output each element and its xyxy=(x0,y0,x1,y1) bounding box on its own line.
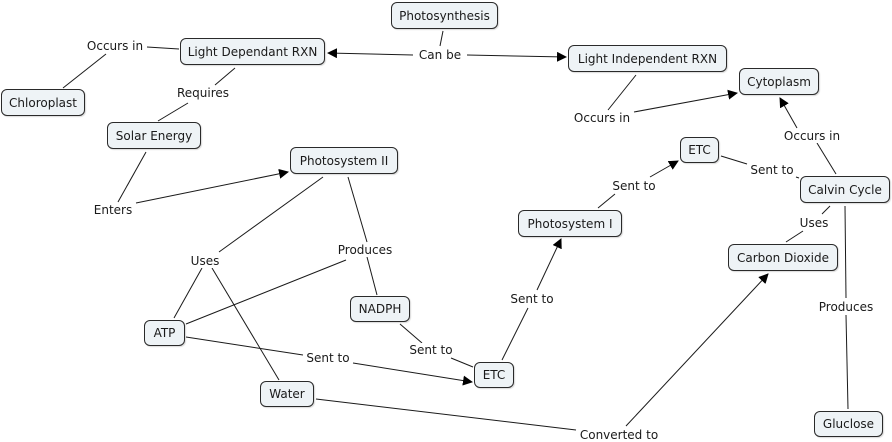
link-label-requires[interactable]: Requires xyxy=(174,86,232,100)
link-label-occurs-in-li[interactable]: Occurs in xyxy=(571,111,633,125)
link-label-can-be[interactable]: Can be xyxy=(416,48,464,62)
line-sentto-etc-bottom xyxy=(450,357,474,368)
line-sentto-etc-arrow xyxy=(352,362,473,386)
line-requires-solar xyxy=(157,102,189,122)
line-sentto-etc-top xyxy=(649,160,679,178)
node-solar-energy[interactable]: Solar Energy xyxy=(107,122,201,149)
line-uses-atp xyxy=(173,267,203,319)
link-label-occurs-in-calvin[interactable]: Occurs in xyxy=(781,129,843,143)
node-nadph[interactable]: NADPH xyxy=(350,296,410,322)
line-ld-occursin xyxy=(146,46,180,50)
line-uses-water xyxy=(211,267,280,381)
link-label-sent-to-ps1-etc[interactable]: Sent to xyxy=(610,179,658,193)
line-sentto-ps1 xyxy=(536,238,562,291)
line-etc-sentto-ps1 xyxy=(501,307,529,361)
node-glucose[interactable]: Gluclose xyxy=(814,411,883,437)
line-canbe-light-independent xyxy=(466,51,567,62)
link-label-sent-to-nadph[interactable]: Sent to xyxy=(407,343,455,357)
line-occursin-calvin-cytoplasm xyxy=(779,97,798,129)
line-ld-requires xyxy=(214,67,236,86)
line-calvin-uses xyxy=(821,205,831,215)
line-convertedto-co2 xyxy=(625,273,769,427)
node-etc-bottom[interactable]: ETC xyxy=(474,362,514,388)
line-photosynthesis-canbe xyxy=(439,30,444,47)
node-photosystem-i[interactable]: Photosystem I xyxy=(518,210,622,237)
node-photosystem-ii[interactable]: Photosystem II xyxy=(290,147,398,174)
node-light-independent-rxn[interactable]: Light Independent RXN xyxy=(568,45,727,72)
line-sentto-calvin xyxy=(795,176,800,179)
node-cytoplasm[interactable]: Cytoplasm xyxy=(739,68,819,95)
line-ps2-uses xyxy=(218,176,324,253)
link-label-uses-ps2[interactable]: Uses xyxy=(188,254,222,268)
node-calvin-cycle[interactable]: Calvin Cycle xyxy=(800,176,890,203)
line-produces-nadph xyxy=(366,256,378,296)
link-label-sent-to-atp[interactable]: Sent to xyxy=(304,351,352,365)
line-water-convertedto xyxy=(315,398,577,431)
node-photosynthesis[interactable]: Photosynthesis xyxy=(391,2,498,29)
link-label-uses-calvin[interactable]: Uses xyxy=(797,216,831,230)
line-ps1-sentto xyxy=(597,193,616,209)
line-li-occursin xyxy=(607,74,637,111)
link-label-produces-calvin[interactable]: Produces xyxy=(816,300,876,314)
link-label-enters[interactable]: Enters xyxy=(91,203,135,217)
line-calvin-produces xyxy=(844,205,847,299)
link-label-occurs-in-ld[interactable]: Occurs in xyxy=(84,39,146,53)
line-produces-atp xyxy=(185,259,347,325)
line-produces-glucose xyxy=(845,314,849,410)
line-canbe-light-dependant xyxy=(327,48,414,59)
line-nadph-sentto xyxy=(399,323,423,344)
node-water[interactable]: Water xyxy=(260,381,314,407)
line-occursin-cytoplasm xyxy=(633,89,738,113)
node-carbon-dioxide[interactable]: Carbon Dioxide xyxy=(728,244,838,271)
node-atp[interactable]: ATP xyxy=(144,320,185,346)
line-solar-enters xyxy=(117,151,147,203)
link-label-sent-to-etc-calvin[interactable]: Sent to xyxy=(748,163,796,177)
link-label-converted-to[interactable]: Converted to xyxy=(577,428,661,442)
node-light-dependant-rxn[interactable]: Light Dependant RXN xyxy=(180,38,325,65)
line-enters-ps2 xyxy=(135,168,289,204)
line-ps2-produces xyxy=(347,176,368,243)
link-label-sent-to-etc-ps1[interactable]: Sent to xyxy=(508,292,556,306)
node-chloroplast[interactable]: Chloroplast xyxy=(1,89,85,116)
link-label-produces-ps2[interactable]: Produces xyxy=(335,243,395,257)
line-occursin-chloroplast xyxy=(62,53,107,89)
line-atp-sentto xyxy=(185,336,304,356)
line-uses-co2 xyxy=(785,230,804,243)
node-etc-top[interactable]: ETC xyxy=(680,137,719,163)
line-etc-top-sentto xyxy=(720,155,748,165)
line-calvin-occursin xyxy=(816,142,837,175)
